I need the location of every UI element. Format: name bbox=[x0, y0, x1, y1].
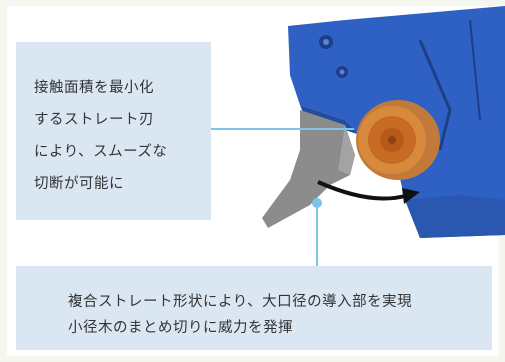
callout-line: 複合ストレート形状により、大口径の導入部を実現 bbox=[68, 294, 413, 310]
tool-jaw bbox=[405, 195, 505, 238]
callout-line: により、スムーズな bbox=[34, 144, 168, 160]
connector-line-top bbox=[211, 128, 354, 130]
callout-straight-blade: 接触面積を最小化 するストレート刃 により、スムーズな 切断が可能に bbox=[16, 42, 211, 220]
callout-line: 接触面積を最小化 bbox=[34, 80, 154, 96]
connector-line-bottom bbox=[316, 202, 318, 266]
callout-line: 小径木のまとめ切りに威力を発揮 bbox=[68, 320, 293, 336]
callout-line: 切断が可能に bbox=[34, 176, 124, 192]
connector-dot bbox=[312, 198, 322, 208]
rotation-arrow-icon bbox=[317, 180, 406, 201]
callout-compound-shape: 複合ストレート形状により、大口径の導入部を実現 小径木のまとめ切りに威力を発揮 bbox=[16, 266, 492, 350]
straight-blade bbox=[262, 110, 355, 228]
callout-line: するストレート刃 bbox=[34, 112, 154, 128]
